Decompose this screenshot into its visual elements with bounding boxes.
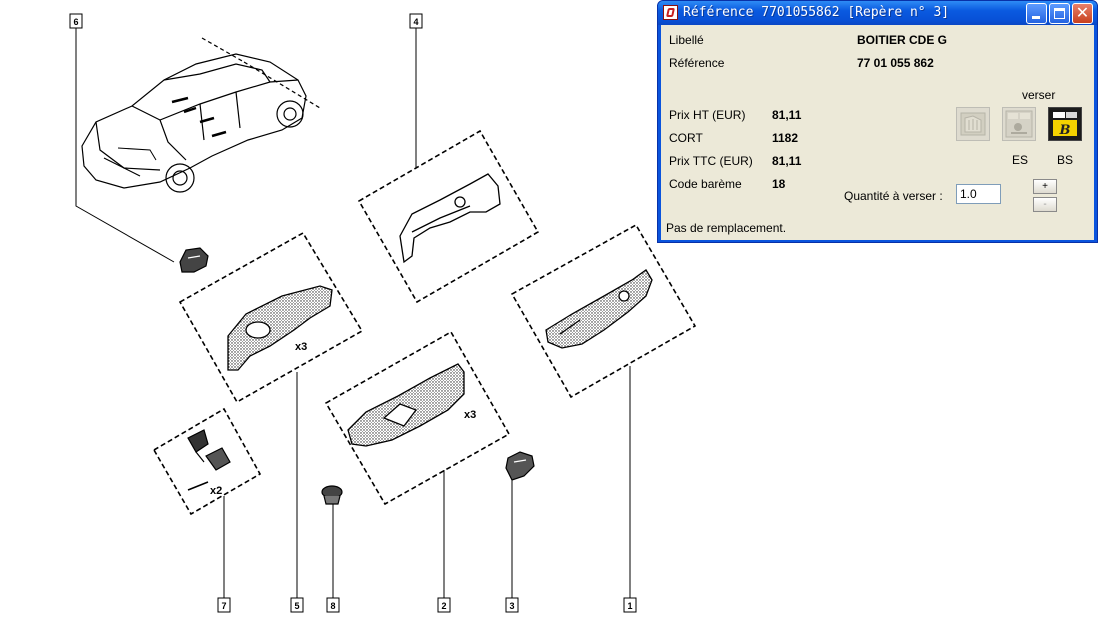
part-group-boxes — [152, 129, 697, 516]
callout-6[interactable]: 6 — [73, 17, 78, 27]
callout-7[interactable]: 7 — [221, 601, 226, 611]
part-box-4 — [357, 129, 540, 304]
part-box-7 — [152, 407, 262, 516]
code-bareme-value: 18 — [772, 177, 786, 191]
increment-button[interactable]: + — [1033, 179, 1057, 194]
title-bar[interactable]: Référence 7701055862 [Repère n° 3] ✕ — [658, 1, 1097, 25]
es-button[interactable] — [1002, 107, 1036, 141]
part-1-drawing — [545, 269, 653, 349]
callout-8[interactable]: 8 — [330, 601, 335, 611]
verser-option-button[interactable] — [956, 107, 990, 141]
part-box-1 — [510, 223, 697, 399]
prix-ht-label: Prix HT (EUR) — [669, 108, 746, 122]
window-title: Référence 7701055862 [Repère n° 3] — [683, 5, 950, 20]
reference-value: 77 01 055 862 — [857, 56, 934, 70]
cort-value: 1182 — [772, 131, 799, 145]
callout-boxes — [69, 13, 637, 613]
callout-labels: 1 2 3 4 5 6 7 8 — [73, 17, 632, 611]
car-overview-drawing — [81, 37, 321, 193]
svg-text:B: B — [1059, 123, 1071, 138]
libelle-label: Libellé — [669, 33, 704, 47]
maximize-icon — [1054, 8, 1065, 19]
reference-details-panel: Libellé BOITIER CDE G Référence 77 01 05… — [661, 25, 1094, 240]
quantity-labels: x3 x3 x2 — [210, 341, 476, 497]
maximize-button[interactable] — [1049, 3, 1070, 24]
replacement-remark: Pas de remplacement. — [666, 221, 787, 235]
decrement-button[interactable]: - — [1033, 197, 1057, 212]
app-icon — [663, 5, 678, 20]
part-8-drawing — [321, 485, 343, 505]
verser-heading: verser — [1022, 88, 1056, 102]
prix-ttc-value: 81,11 — [772, 154, 802, 168]
cort-label: CORT — [669, 131, 703, 145]
qty-part-5: x3 — [295, 341, 307, 353]
part-4-drawing — [399, 173, 501, 264]
part-7-drawing — [187, 429, 231, 491]
libelle-value: BOITIER CDE G — [857, 33, 948, 47]
reference-label: Référence — [669, 56, 725, 70]
quantity-input[interactable] — [956, 184, 1001, 204]
prix-ht-value: 81,11 — [772, 108, 802, 122]
prix-ttc-label: Prix TTC (EUR) — [669, 154, 753, 168]
code-bareme-label: Code barème — [669, 177, 742, 191]
close-button[interactable]: ✕ — [1072, 3, 1093, 24]
bs-caption: BS — [1057, 153, 1074, 167]
part-box-2 — [324, 330, 511, 506]
callout-2[interactable]: 2 — [441, 601, 446, 611]
es-icon — [1005, 110, 1033, 138]
callout-1[interactable]: 1 — [627, 601, 632, 611]
callout-5[interactable]: 5 — [294, 601, 299, 611]
minimize-button[interactable] — [1026, 3, 1047, 24]
es-caption: ES — [1012, 153, 1029, 167]
leader-lines — [75, 28, 631, 598]
minimize-icon — [1032, 16, 1040, 19]
part-2-drawing — [347, 363, 465, 447]
reference-window: Référence 7701055862 [Repère n° 3] ✕ Lib… — [657, 0, 1098, 243]
catalog-icon — [960, 112, 986, 136]
qty-part-2: x3 — [464, 409, 476, 421]
part-5-drawing — [227, 285, 333, 371]
callout-3[interactable]: 3 — [509, 601, 514, 611]
part-6-drawing — [179, 247, 209, 273]
bs-button[interactable]: B — [1048, 107, 1082, 141]
bs-icon: B — [1051, 110, 1079, 138]
quantity-label: Quantité à verser : — [844, 189, 943, 203]
close-icon: ✕ — [1075, 5, 1090, 22]
part-3-drawing — [505, 451, 535, 481]
qty-part-7: x2 — [210, 485, 222, 497]
callout-4[interactable]: 4 — [413, 17, 418, 27]
